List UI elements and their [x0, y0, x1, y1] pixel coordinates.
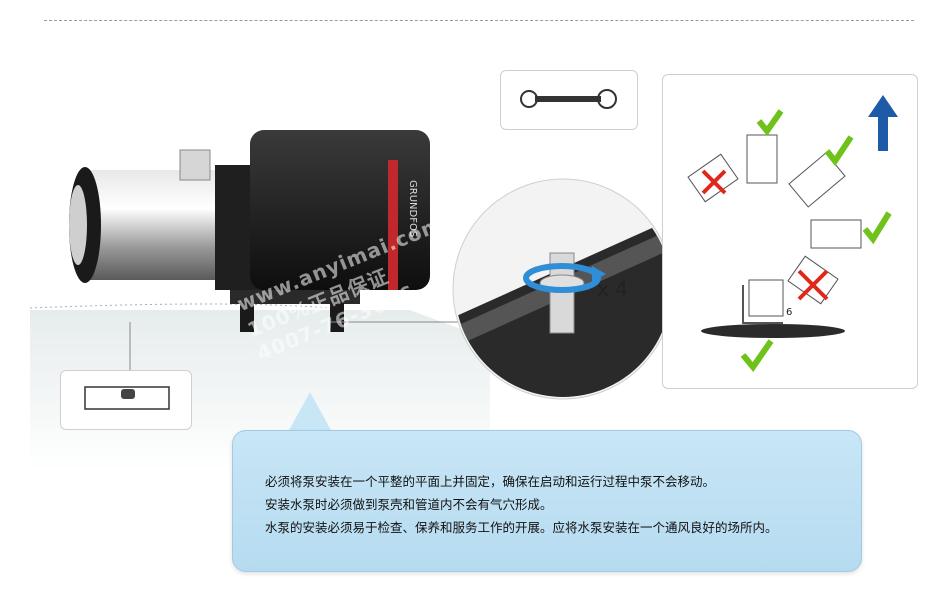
instruction-line-1: 必须将泵安装在一个平整的平面上并固定，确保在启动和运行过程中泵不会移动。: [265, 474, 716, 489]
instruction-line-2: 安装水泵时必须做到泵壳和管道内不会有气穴形成。: [265, 497, 553, 512]
spirit-level-box: [60, 370, 192, 430]
bolt-count: x 4: [597, 277, 628, 301]
top-dashed-divider: [44, 20, 914, 21]
up-arrow-icon: [868, 95, 898, 151]
wrench-box: [500, 70, 638, 130]
instruction-callout: 必须将泵安装在一个平整的平面上并固定，确保在启动和运行过程中泵不会移动。 安装水…: [232, 430, 862, 572]
check-icon: [756, 109, 784, 137]
wrench-icon: [520, 89, 617, 109]
check-icon: [740, 339, 774, 372]
clearance-label: 6: [786, 307, 793, 318]
bolt-detail-circle: [452, 178, 674, 400]
cross-icon: [797, 269, 829, 301]
instruction-line-3: 水泵的安装必须易于检查、保养和服务工作的开展。应将水泵安装在一个通风良好的场所内…: [265, 520, 778, 535]
orientation-panel: [662, 74, 918, 389]
spirit-level-icon: [84, 386, 170, 410]
check-icon: [824, 135, 854, 167]
check-icon: [862, 211, 892, 245]
callout-pointer: [288, 392, 332, 432]
cross-icon: [701, 169, 727, 195]
rotate-arrow-icon: [523, 263, 606, 293]
brand-label: GRUNDFOS: [407, 180, 418, 237]
